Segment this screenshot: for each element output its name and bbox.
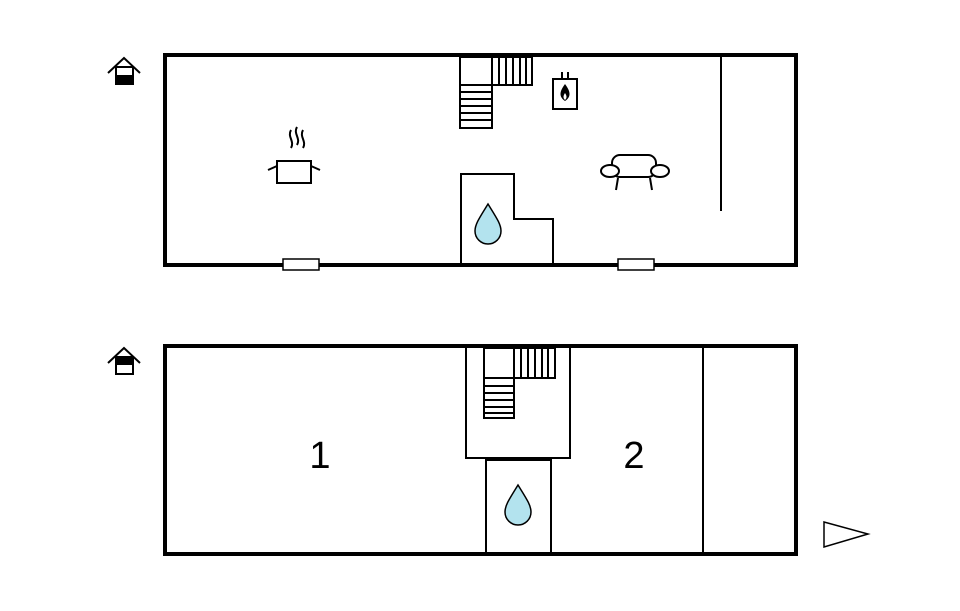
outer-wall bbox=[163, 53, 798, 267]
ground-floor: 1 2 bbox=[107, 344, 798, 556]
water-drop-icon bbox=[474, 202, 502, 245]
stairs-icon bbox=[483, 347, 556, 419]
upper-floor bbox=[107, 53, 798, 271]
bathroom bbox=[460, 173, 554, 264]
cooking-pot-icon bbox=[267, 126, 321, 184]
direction-arrow-icon bbox=[823, 521, 871, 549]
outer-wall bbox=[163, 344, 798, 556]
water-drop-icon bbox=[504, 483, 532, 526]
house-level-icon bbox=[107, 346, 141, 375]
bathroom bbox=[485, 459, 552, 553]
window-icon bbox=[617, 258, 655, 271]
sofa-icon bbox=[600, 154, 670, 191]
room-label-2: 2 bbox=[623, 435, 644, 477]
window-icon bbox=[282, 258, 320, 271]
house-level-icon bbox=[107, 56, 141, 85]
stairs-icon bbox=[459, 56, 533, 129]
stair-hall bbox=[465, 345, 571, 459]
fireplace-icon bbox=[552, 72, 578, 110]
room-label-1: 1 bbox=[309, 435, 330, 477]
